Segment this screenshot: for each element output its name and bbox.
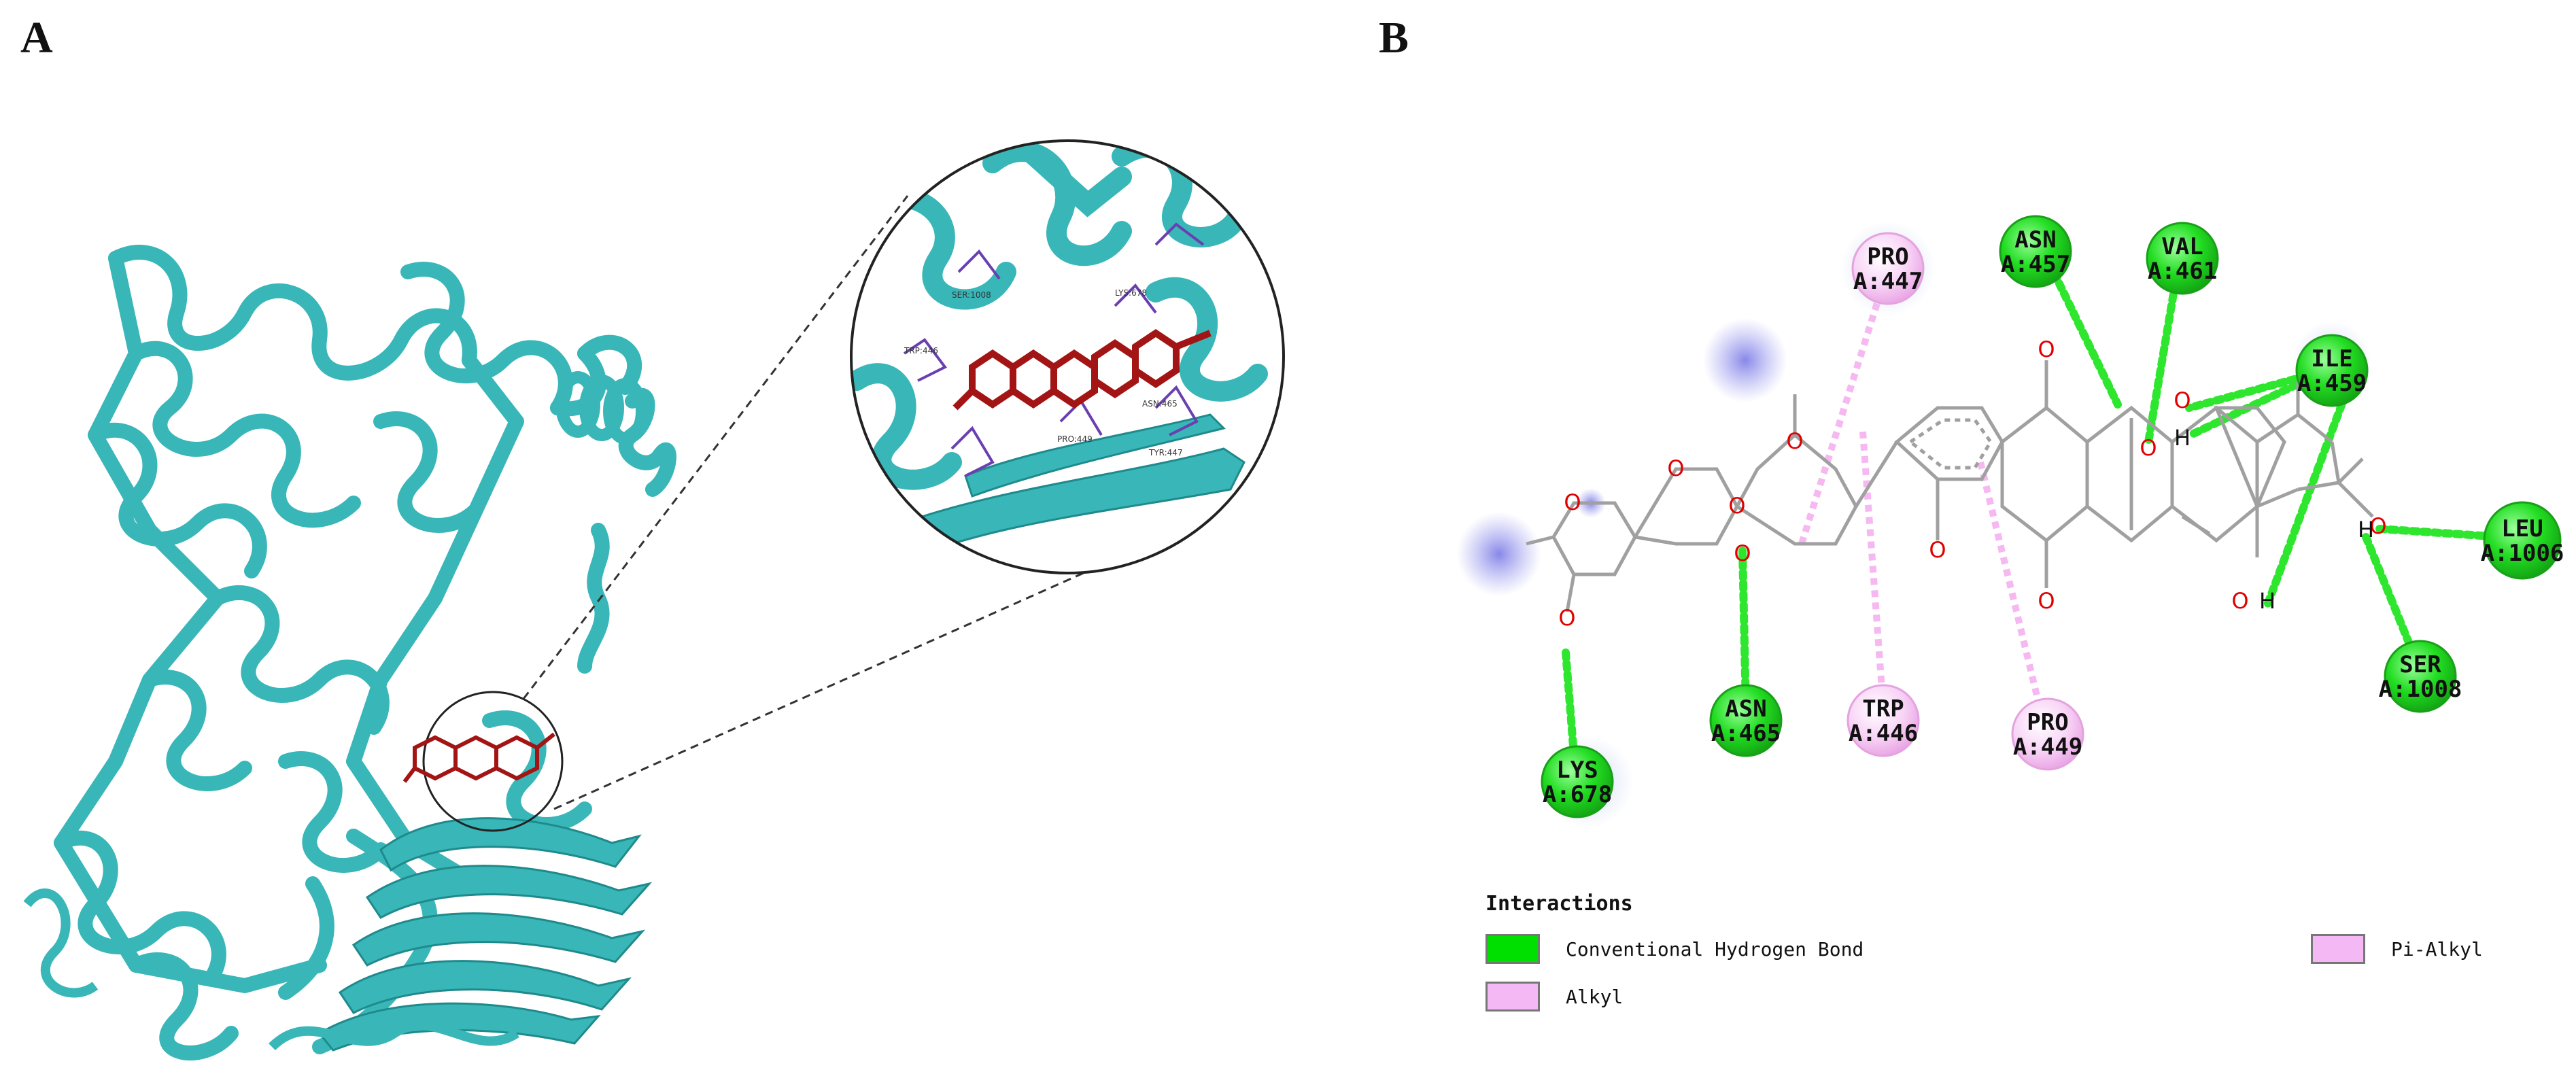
legend-title: Interactions [1486,892,1633,916]
panel-label-a: A [20,13,53,63]
interaction-line-ser1008 [2362,533,2414,650]
residue-chain: A:457 [2001,251,2070,278]
oxygen-atom: O [1728,493,1745,519]
oxygen-atom: O [2174,387,2191,413]
oxygen-atom: O [1564,489,1581,515]
hydrogen-atom: H [2358,517,2374,542]
ligand-small [402,732,555,783]
residue-name: SER [2399,651,2441,678]
residue-disc [2483,501,2562,580]
zoom-label-1: SER:1008 [952,290,991,300]
residue-name: ILE [2311,345,2352,373]
interaction-line-leu1006 [2375,525,2506,541]
hydrogen-atom: H [2259,588,2276,614]
oxygen-atom: O [1667,455,1684,481]
zoom-label-3: PRO:449 [1057,434,1093,444]
interaction-line-trp446 [1859,431,1887,708]
ligand-skeleton [1526,360,2374,612]
zoom-label-4: TRP:446 [904,346,938,356]
residue-disc [1851,232,1925,305]
interaction-line-pro449 [1977,461,2043,708]
legend-item-hbond: Conventional Hydrogen Bond [1486,934,1864,964]
legend-item-pi-alkyl: Pi-Alkyl [2311,934,2483,964]
residue-disc [1541,745,1614,818]
zoom-label-6: LYS:678 [1115,288,1147,298]
residue-nodes: PROA:447ASNA:457VALA:461ILEA:459LEUA:100… [1541,215,2564,818]
protein-coil-bottom [23,888,519,1051]
protein-helix-right [555,371,648,445]
legend-label-pi-alkyl: Pi-Alkyl [2391,937,2483,961]
oxygen-atom: O [1558,605,1575,631]
binding-site-circle [422,691,564,832]
residue-chain: A:678 [1543,781,1612,808]
panel-label-b: B [1379,13,1409,63]
oxygen-atom: O [1734,540,1751,566]
residue-name: TRP [1862,695,1904,723]
residue-name: ASN [1725,695,1766,723]
oxygen-atom: O [1929,537,1946,563]
legend: Interactions Conventional Hydrogen Bond … [1486,892,2560,1048]
oxygen-atom: O [2038,336,2055,362]
zoom-label-5: TYR:447 [1148,448,1183,457]
residue-chain: A:461 [2148,258,2217,285]
legend-swatch-hbond [1486,934,1540,964]
oxygen-atom: O [2140,435,2157,461]
residue-disc [1847,684,1920,757]
legend-item-alkyl: Alkyl [1486,982,1623,1012]
oxygen-atom: O [2369,513,2386,539]
residue-disc [1709,684,1783,757]
legend-swatch-alkyl [1486,982,1540,1012]
residue-chain: A:459 [2297,370,2367,397]
residue-name: VAL [2161,233,2203,260]
residue-name: PRO [1867,243,1908,271]
residue-chain: A:465 [1711,720,1781,747]
interaction-diagram: O O O O O O O O O O O O O H H H [1457,221,2506,828]
legend-label-hbond: Conventional Hydrogen Bond [1566,937,1864,961]
oxygen-atom: O [1786,428,1803,454]
residue-chain: A:1008 [2379,676,2462,703]
zoom-label-2: ASN:465 [1142,399,1178,409]
solvent-blob-2 [1457,512,1541,596]
residue-name: LYS [1556,757,1598,784]
legend-label-alkyl: Alkyl [1566,985,1624,1008]
interaction-line-pro447 [1798,267,1891,545]
residue-chain: A:1006 [2481,540,2564,567]
protein-ribbon [54,245,676,1060]
hydrogen-atom: H [2174,425,2191,451]
interaction-line-lys678 [1562,649,1578,759]
residue-name: PRO [2027,709,2068,736]
residue-disc [2295,334,2369,407]
oxygen-atom: O [2231,588,2248,614]
residue-disc [2384,640,2457,713]
residue-disc [2011,697,2084,771]
legend-swatch-pi-alkyl [2311,934,2365,964]
interaction-line-ile459-c [2263,390,2350,609]
solvent-blob-1 [1703,318,1787,402]
residue-name: ASN [2014,226,2056,254]
hydrogen-atoms: H H H [2174,425,2374,614]
residue-chain: A:446 [1849,720,1918,747]
oxygen-atom: O [2038,588,2055,614]
oxygen-atoms: O O O O O O O O O O O O O [1558,336,2386,631]
residue-disc [2146,222,2219,295]
residue-chain: A:449 [2013,733,2082,761]
residue-disc [1999,215,2072,288]
interaction-line-asn465 [1738,547,1750,711]
residue-chain: A:447 [1853,268,1923,295]
binding-site-zoom: SER:1008 ASN:465 PRO:449 TRP:446 TYR:447… [850,139,1285,574]
zoom-connector-top [522,195,909,699]
residue-name: LEU [2501,515,2543,542]
